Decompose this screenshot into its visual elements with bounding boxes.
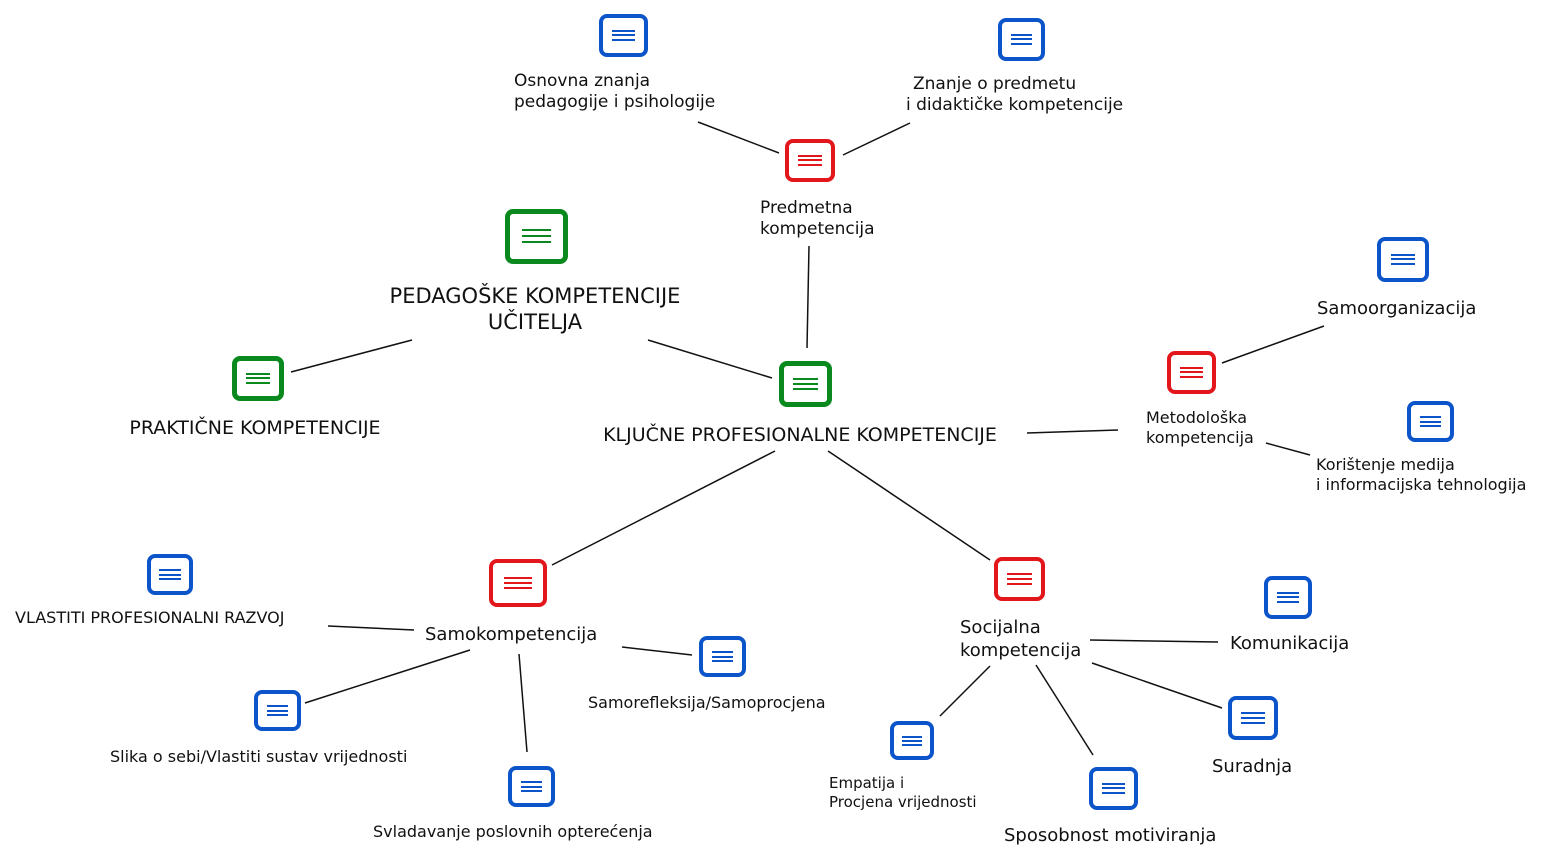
suradnja-label: Suradnja bbox=[1212, 756, 1293, 777]
edge-vlastiti-samokompetencija bbox=[327, 625, 415, 631]
note-icon[interactable] bbox=[1167, 351, 1216, 394]
vlastiti-label: VLASTITI PROFESIONALNI RAZVOJ bbox=[15, 608, 285, 627]
note-icon[interactable] bbox=[508, 766, 555, 807]
edge-predmetna-kljucne bbox=[806, 245, 810, 349]
samokompetencija-label: Samokompetencija bbox=[425, 624, 598, 645]
edge-samokompetencija-samorefleksija bbox=[621, 646, 693, 656]
sposobnost-label: Sposobnost motiviranja bbox=[1004, 825, 1217, 846]
edge-socijalna-sposobnost bbox=[1035, 664, 1094, 756]
edge-prakticne-pedagoske bbox=[290, 339, 413, 373]
note-icon[interactable] bbox=[1264, 576, 1312, 619]
note-icon[interactable] bbox=[254, 690, 301, 731]
edge-socijalna-komunikacija bbox=[1089, 639, 1219, 643]
note-icon[interactable] bbox=[699, 636, 746, 677]
komunikacija-label: Komunikacija bbox=[1230, 633, 1350, 654]
note-icon[interactable] bbox=[489, 559, 547, 607]
metodoloska-label: Metodološka kompetencija bbox=[1146, 408, 1254, 447]
socijalna-label: Socijalna kompetencija bbox=[960, 617, 1082, 661]
samorefleksija-label: Samorefleksija/Samoprocjena bbox=[588, 693, 826, 712]
svladavanje-label: Svladavanje poslovnih opterećenja bbox=[373, 822, 653, 841]
edge-socijalna-suradnja bbox=[1091, 662, 1223, 709]
note-icon[interactable] bbox=[994, 557, 1045, 601]
edge-metodoloska-koristenje bbox=[1265, 442, 1311, 456]
kljucne-label: KLJUČNE PROFESIONALNE KOMPETENCIJE bbox=[603, 424, 997, 446]
edge-socijalna-empatija bbox=[939, 665, 991, 717]
pedagoske-label: PEDAGOŠKE KOMPETENCIJE UČITELJA bbox=[389, 284, 681, 335]
empatija-label: Empatija i Procjena vrijednosti bbox=[829, 774, 977, 811]
edge-kljucne-samokompetencija bbox=[551, 450, 776, 566]
prakticne-label: PRAKTIČNE KOMPETENCIJE bbox=[129, 417, 381, 439]
note-icon[interactable] bbox=[998, 18, 1045, 61]
edge-kljucne-socijalna bbox=[827, 450, 991, 561]
note-icon[interactable] bbox=[232, 356, 284, 401]
note-icon[interactable] bbox=[1377, 237, 1429, 282]
note-icon[interactable] bbox=[785, 139, 835, 182]
note-icon[interactable] bbox=[779, 361, 832, 407]
edge-samokompetencija-slika bbox=[304, 649, 471, 704]
edge-samokompetencija-svladavanje bbox=[518, 653, 528, 753]
edge-kljucne-metodoloska bbox=[1026, 429, 1119, 434]
edge-metodoloska-samoorganizacija bbox=[1221, 325, 1325, 364]
note-icon[interactable] bbox=[1089, 767, 1138, 810]
znanje-label: Znanje o predmetu i didaktičke kompetenc… bbox=[906, 74, 1124, 116]
koristenje-label: Korištenje medija i informacijska tehnol… bbox=[1316, 455, 1527, 494]
osnovna-label: Osnovna znanja pedagogije i psihologije bbox=[514, 71, 716, 113]
edge-osnovna-predmetna bbox=[697, 121, 780, 154]
predmetna-label: Predmetna kompetencija bbox=[760, 198, 875, 240]
note-icon[interactable] bbox=[1407, 401, 1454, 442]
note-icon[interactable] bbox=[599, 14, 648, 57]
samoorganizacija-label: Samoorganizacija bbox=[1317, 298, 1477, 319]
note-icon[interactable] bbox=[1228, 696, 1278, 740]
slika-label: Slika o sebi/Vlastiti sustav vrijednosti bbox=[110, 747, 408, 766]
edge-znanje-predmetna bbox=[842, 122, 911, 156]
note-icon[interactable] bbox=[147, 554, 193, 595]
note-icon[interactable] bbox=[505, 209, 568, 264]
edge-pedagoske-kljucne bbox=[647, 339, 773, 379]
note-icon[interactable] bbox=[890, 721, 934, 760]
